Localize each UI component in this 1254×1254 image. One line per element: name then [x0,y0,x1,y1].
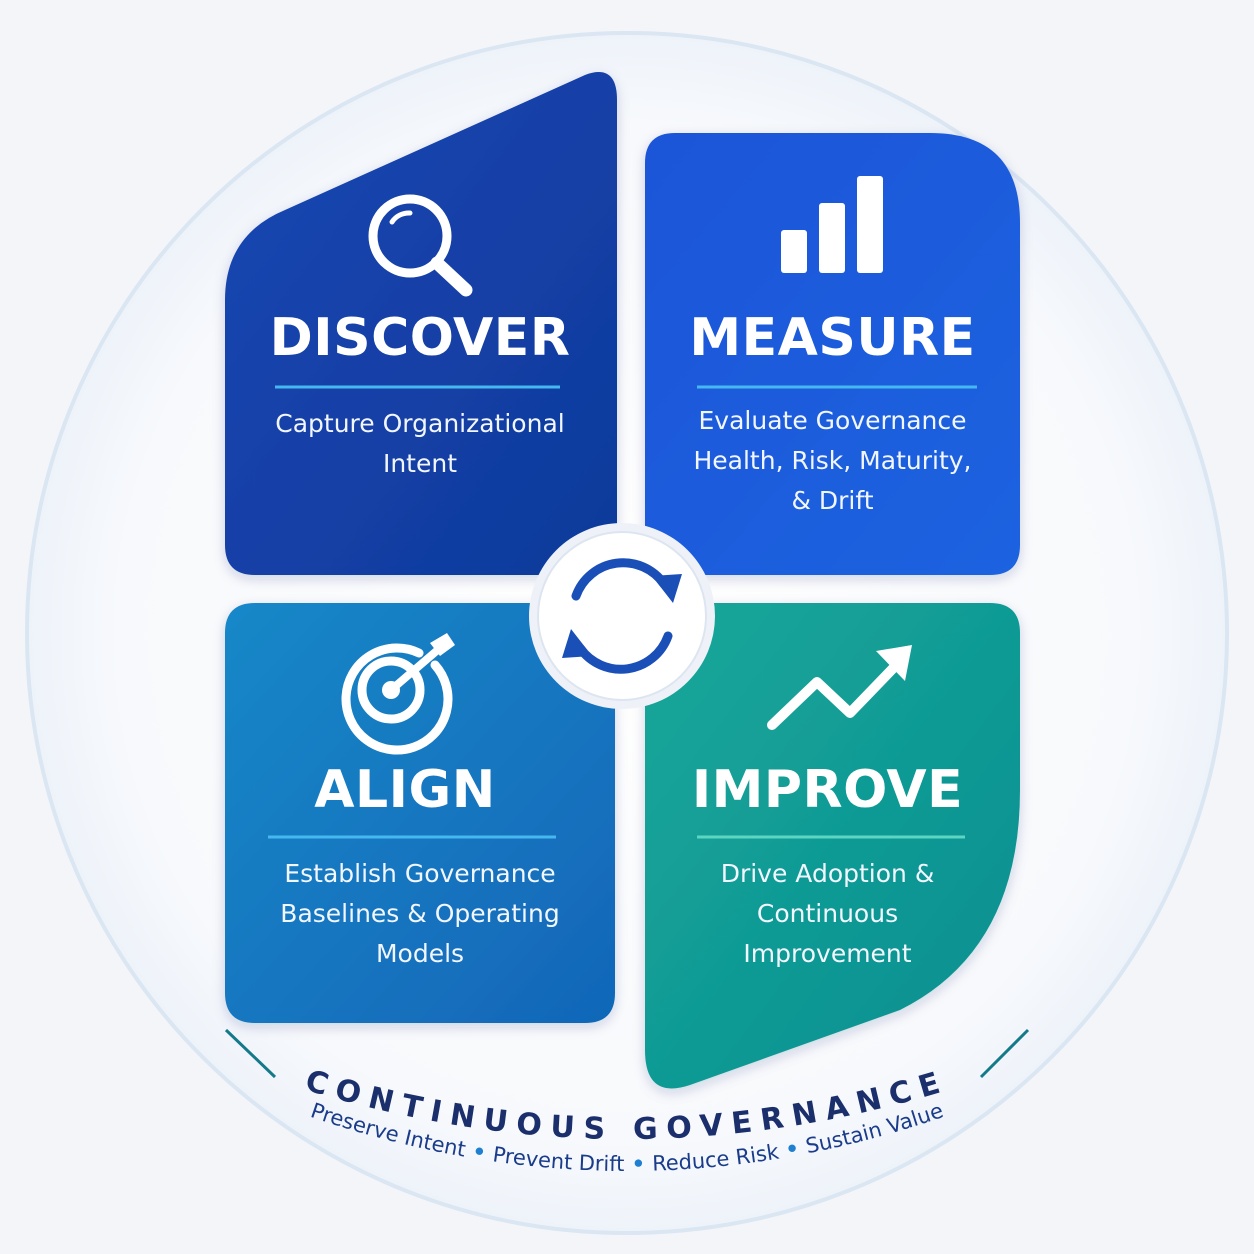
align-panel[interactable] [225,603,615,1023]
refresh-arrowhead-top [652,574,682,603]
improve-panel[interactable] [645,603,1020,1089]
footer-tick-right [979,1028,1030,1079]
align-desc-line-3: Models [375,939,465,968]
measure-desc-line-2: Health, Risk, Maturity, [693,446,972,475]
discover-panel[interactable] [225,72,617,576]
improve-desc-line-3: Improvement [743,939,912,968]
discover-description: Capture Organizational Intent [225,404,615,484]
measure-panel[interactable] [645,133,1020,575]
measure-desc-line-3: & Drift [791,486,874,515]
bar-chart-icon [781,176,883,273]
trend-up-icon [767,645,912,730]
align-desc-line-1: Establish Governance [284,859,556,888]
measure-desc-line-1: Evaluate Governance [698,406,967,435]
improve-text-block: IMPROVE Drive Adoption & Continuous Impr… [645,764,1020,974]
discover-desc-line-1: Capture Organizational [275,409,565,438]
footer-bullet-dot: • [624,1152,652,1176]
align-text-block: ALIGN Establish Governance Baselines & O… [225,764,615,974]
discover-text-block: DISCOVER Capture Organizational Intent [225,312,615,484]
measure-title: MEASURE [689,308,976,368]
footer-bullet-dot: • [777,1135,809,1164]
improve-desc-line-1: Drive Adoption & [720,859,935,888]
improve-title: IMPROVE [691,760,964,820]
footer-tick-left [224,1028,277,1079]
footer-bullet-dot: • [463,1138,494,1166]
center-badge[interactable] [529,523,715,709]
measure-text-block: MEASURE Evaluate Governance Health, Risk… [645,312,1020,521]
improve-description: Drive Adoption & Continuous Improvement [635,854,1020,974]
magnifier-icon [368,194,473,297]
refresh-cycle-icon [571,558,673,674]
discover-desc-line-2: Intent [382,449,458,478]
improve-desc-line-2: Continuous [756,899,899,928]
align-desc-line-2: Baselines & Operating [280,899,560,928]
align-description: Establish Governance Baselines & Operati… [225,854,615,974]
align-title: ALIGN [314,760,496,820]
refresh-arrowhead-bottom [562,629,592,658]
discover-title: DISCOVER [269,308,571,368]
target-icon [341,633,455,755]
measure-description: Evaluate Governance Health, Risk, Maturi… [645,401,1020,521]
